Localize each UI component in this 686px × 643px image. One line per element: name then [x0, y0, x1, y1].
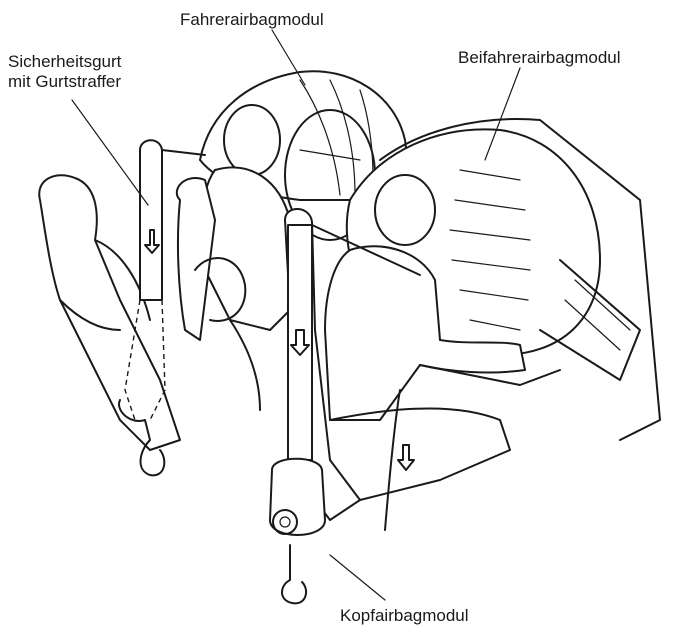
curtain-airbag-label: Kopfairbagmodul — [340, 606, 469, 626]
seatbelt-label-line2: mit Gurtstraffer — [8, 72, 121, 92]
leader-seatbelt — [72, 100, 148, 205]
driver-airbag-label: Fahrerairbagmodul — [180, 10, 324, 30]
seatbelt-label-line1: Sicherheitsgurt — [8, 52, 121, 72]
passenger-airbag-label: Beifahrerairbagmodul — [458, 48, 621, 68]
leader-curtain-airbag — [330, 555, 385, 600]
